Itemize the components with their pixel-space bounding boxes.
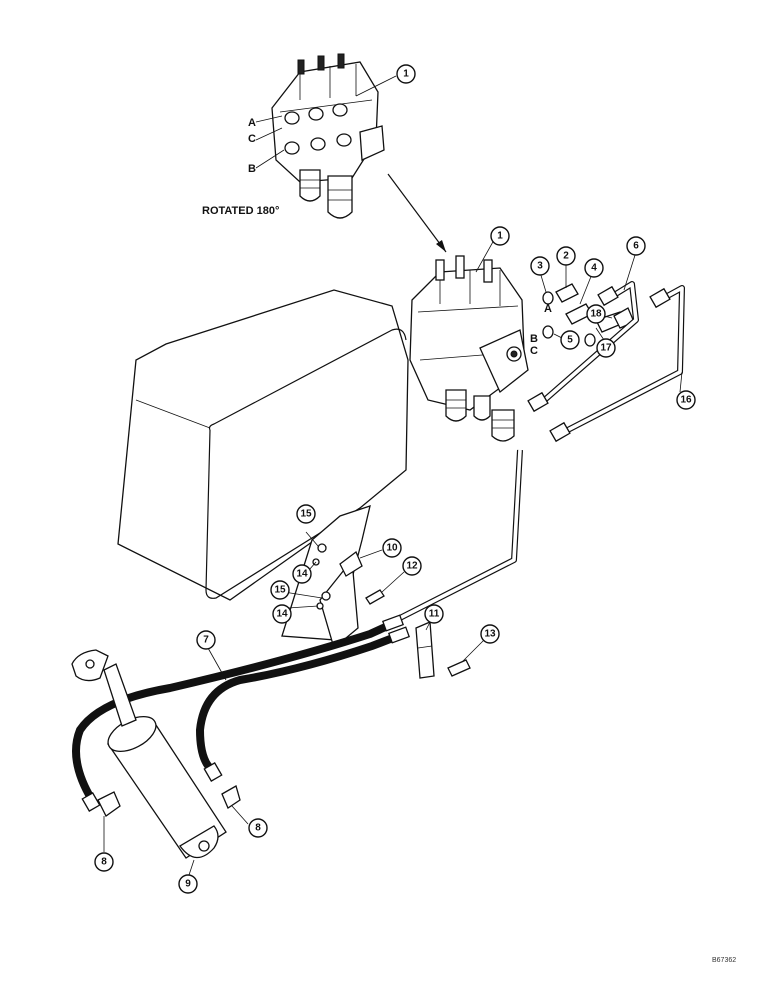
callout-16: 16 xyxy=(676,390,696,410)
callout-13: 13 xyxy=(480,624,500,644)
svg-text:4: 4 xyxy=(591,263,597,274)
tank xyxy=(117,289,409,601)
svg-text:15: 15 xyxy=(274,585,286,596)
port-letter-c-upper: C xyxy=(248,133,256,145)
mounting-bracket xyxy=(281,505,471,679)
fittings xyxy=(542,283,635,347)
leader-lines xyxy=(103,75,683,879)
control-valve xyxy=(409,255,529,442)
svg-text:5: 5 xyxy=(567,335,573,346)
svg-text:18: 18 xyxy=(590,309,602,320)
hoses xyxy=(72,614,411,812)
callout-1-lower: 1 xyxy=(490,226,510,246)
svg-text:9: 9 xyxy=(185,879,191,890)
port-letter-a-upper: A xyxy=(248,117,256,129)
svg-text:1: 1 xyxy=(497,231,503,242)
hydraulic-cylinder xyxy=(71,649,241,859)
callout-7: 7 xyxy=(196,630,216,650)
tube-lines xyxy=(394,281,685,623)
callout-15-upper: 15 xyxy=(296,504,316,524)
port-letter-b-lower: B xyxy=(530,333,538,345)
callout-11: 11 xyxy=(424,604,444,624)
svg-text:14: 14 xyxy=(296,569,308,580)
port-letter-a-lower: A xyxy=(544,303,552,315)
svg-text:6: 6 xyxy=(633,241,639,252)
callout-10: 10 xyxy=(382,538,402,558)
svg-text:2: 2 xyxy=(563,251,569,262)
svg-text:8: 8 xyxy=(255,823,261,834)
svg-text:10: 10 xyxy=(386,543,398,554)
callout-12: 12 xyxy=(402,556,422,576)
callout-8-left: 8 xyxy=(94,852,114,872)
svg-text:8: 8 xyxy=(101,857,107,868)
callout-15-lower: 15 xyxy=(270,580,290,600)
callout-3: 3 xyxy=(530,256,550,276)
callout-5: 5 xyxy=(560,330,580,350)
svg-text:15: 15 xyxy=(300,509,312,520)
callout-2: 2 xyxy=(556,246,576,266)
rotated-180-label: ROTATED 180° xyxy=(202,205,279,217)
callout-4: 4 xyxy=(584,258,604,278)
callout-18: 18 xyxy=(586,304,606,324)
callout-14-lower: 14 xyxy=(272,604,292,624)
svg-text:1: 1 xyxy=(403,69,409,80)
callout-8-right: 8 xyxy=(248,818,268,838)
callout-1-upper: 1 xyxy=(396,64,416,84)
svg-text:7: 7 xyxy=(203,635,209,646)
callout-6: 6 xyxy=(626,236,646,256)
svg-text:14: 14 xyxy=(276,609,288,620)
svg-text:12: 12 xyxy=(406,561,418,572)
callout-14-upper: 14 xyxy=(292,564,312,584)
svg-text:11: 11 xyxy=(429,609,440,620)
callout-17: 17 xyxy=(596,338,616,358)
svg-text:13: 13 xyxy=(484,629,496,640)
svg-text:3: 3 xyxy=(537,261,543,272)
port-letter-c-lower: C xyxy=(530,345,538,357)
control-valve-rotated xyxy=(271,53,385,219)
port-letter-b-upper: B xyxy=(248,163,256,175)
svg-text:16: 16 xyxy=(680,395,692,406)
svg-text:17: 17 xyxy=(600,343,612,354)
drawing-number: B67362 xyxy=(712,957,736,964)
callout-9: 9 xyxy=(178,874,198,894)
